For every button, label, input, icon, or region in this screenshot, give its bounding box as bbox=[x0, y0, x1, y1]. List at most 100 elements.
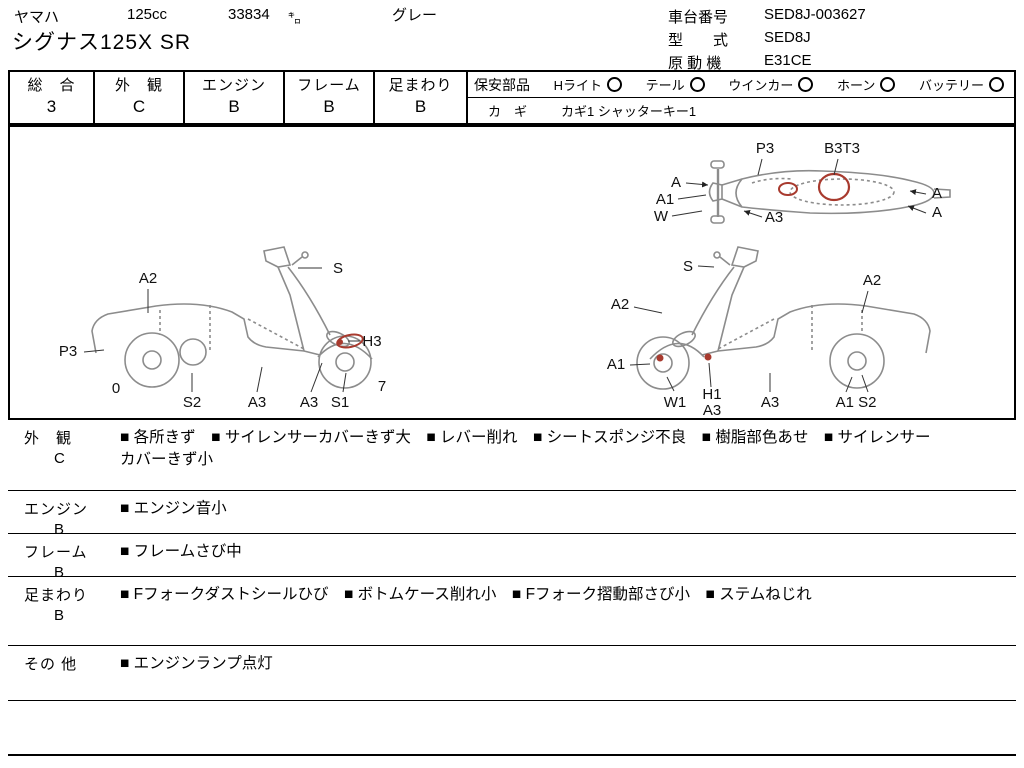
note-label: エンジン bbox=[24, 501, 89, 518]
diagram-label-a3: A3 bbox=[765, 209, 783, 226]
grade-cell-exterior: 外 観 C bbox=[95, 72, 185, 123]
right-leader-lines bbox=[629, 265, 869, 393]
note-row-other: その 他 ■ エンジンランプ点灯 bbox=[8, 645, 1016, 700]
diagram-label-a1s2: A1 S2 bbox=[836, 394, 877, 411]
bottom-rule bbox=[8, 754, 1016, 756]
top-leader-lines bbox=[671, 158, 927, 218]
note-text: ■ フレームさび中 bbox=[120, 543, 242, 560]
grade-label: エンジン bbox=[201, 77, 266, 94]
note-row-undercarriage: 足まわり B ■ Fフォークダストシールひび ■ ボトムケース削れ小 ■ Fフォ… bbox=[8, 576, 1016, 645]
safety-item-name: Hライト bbox=[553, 78, 603, 93]
grade-value: B bbox=[414, 97, 427, 116]
safety-item-battery: バッテリー bbox=[919, 75, 1004, 94]
note-label-block: エンジン B bbox=[8, 498, 120, 538]
diagram-label-a3: A3 bbox=[703, 402, 721, 418]
chassis-value: SED8J-003627 bbox=[764, 6, 866, 23]
grade-value: 3 bbox=[46, 97, 57, 116]
diagram-label-a2: A2 bbox=[863, 272, 881, 289]
note-grade: B bbox=[54, 607, 66, 624]
grade-value: B bbox=[323, 97, 335, 116]
safety-parts-label: 保安部品 bbox=[474, 76, 530, 93]
note-grade bbox=[24, 674, 120, 676]
engine-value: E31CE bbox=[764, 52, 812, 69]
diagram-label-w1: W1 bbox=[664, 394, 687, 411]
safety-item-tail: テール bbox=[646, 75, 705, 94]
diagram-label-a1: A1 bbox=[656, 191, 674, 208]
damage-marks-right bbox=[656, 353, 712, 362]
status-circle-ok-icon bbox=[607, 77, 623, 92]
diagram-label-b3t3: B3T3 bbox=[824, 140, 860, 157]
status-circle-ok-icon bbox=[689, 77, 705, 92]
diagram-label-a3: A3 bbox=[761, 394, 779, 411]
diagram-label-7: 7 bbox=[378, 378, 386, 395]
grade-value: B bbox=[228, 97, 240, 116]
diagram-label-a: A bbox=[932, 185, 942, 202]
type-label: 型 式 bbox=[668, 32, 729, 49]
note-text: ■ 各所きず ■ サイレンサーカバーきず大 ■ レバー削れ ■ シートスポンジ不… bbox=[120, 429, 931, 469]
safety-item-horn: ホーン bbox=[836, 75, 896, 94]
note-grade: B bbox=[54, 564, 66, 581]
status-circle-ok-icon bbox=[880, 77, 896, 92]
note-label: 足まわり bbox=[24, 587, 89, 604]
damage-diagram-box: A2 S P3 0 S2 A3 A3 S1 7 H3 bbox=[8, 125, 1016, 420]
safety-parts-row: 保安部品 Hライト テール ウインカー ホーン バ bbox=[468, 72, 1014, 98]
grade-label: 総 合 bbox=[27, 77, 76, 94]
note-text: ■ エンジン音小 bbox=[120, 500, 227, 517]
safety-item-name: ホーン bbox=[836, 78, 876, 93]
note-label-block: 外 観 C bbox=[8, 427, 120, 467]
note-label: その 他 bbox=[24, 656, 78, 673]
diagram-label-h3: H3 bbox=[362, 333, 381, 350]
note-label-block: フレーム B bbox=[8, 541, 120, 581]
grade-cell-frame: フレーム B bbox=[285, 72, 375, 123]
diagram-label-w: W bbox=[654, 208, 669, 225]
diagram-label-a2: A2 bbox=[139, 270, 157, 287]
diagram-label-s: S bbox=[333, 260, 343, 277]
displacement: 125cc bbox=[127, 6, 168, 23]
diagram-label-a2: A2 bbox=[611, 296, 629, 313]
diagram-label-h1: H1 bbox=[702, 386, 721, 403]
diagram-label-s: S bbox=[683, 258, 693, 275]
diagram-label-p3: P3 bbox=[59, 343, 77, 360]
grade-label: フレーム bbox=[297, 77, 361, 94]
grade-cell-overall: 総 合 3 bbox=[10, 72, 95, 123]
diagram-label-p3: P3 bbox=[756, 140, 774, 157]
mileage-value: 33834 bbox=[228, 6, 270, 23]
note-label: 外 観 bbox=[24, 430, 73, 447]
grade-cell-engine: エンジン B bbox=[185, 72, 285, 123]
condition-notes: 外 観 C ■ 各所きず ■ サイレンサーカバーきず大 ■ レバー削れ ■ シー… bbox=[8, 420, 1016, 701]
safety-item-name: テール bbox=[645, 78, 685, 93]
grade-label: 足まわり bbox=[388, 77, 453, 94]
safety-item-name: ウインカー bbox=[728, 78, 794, 93]
grade-label: 外 観 bbox=[114, 77, 163, 94]
safety-item-name: バッテリー bbox=[918, 78, 984, 93]
note-label-block: 足まわり B bbox=[8, 584, 120, 624]
safety-parts-section: 保安部品 Hライト テール ウインカー ホーン バ bbox=[468, 72, 1014, 123]
diagram-label-a: A bbox=[671, 174, 681, 191]
note-text: ■ Fフォークダストシールひび ■ ボトムケース削れ小 ■ Fフォーク摺動部さび… bbox=[120, 586, 812, 603]
safety-item-headlight: Hライト bbox=[553, 75, 623, 94]
diagram-label-a: A bbox=[932, 204, 942, 221]
grade-table: 総 合 3 外 観 C エンジン B フレーム B 足まわり B 保安部品 Hラ… bbox=[8, 70, 1016, 125]
left-leader-lines bbox=[83, 267, 360, 393]
safety-item-winker: ウインカー bbox=[728, 75, 814, 94]
key-row: カ ギ カギ1 シャッターキー1 bbox=[468, 98, 1014, 123]
diagram-label-a3: A3 bbox=[300, 394, 318, 411]
note-text: ■ エンジンランプ点灯 bbox=[120, 655, 273, 672]
status-circle-ok-icon bbox=[798, 77, 814, 92]
engine-label: 原 動 機 bbox=[668, 55, 722, 72]
maker-name: ヤマハ bbox=[14, 9, 60, 26]
mileage-unit: ㌔ bbox=[288, 11, 302, 26]
color-name: グレー bbox=[392, 7, 438, 24]
damage-mark-h3 bbox=[336, 333, 364, 349]
key-label: カ ギ bbox=[488, 104, 528, 119]
scooter-right-side-view bbox=[636, 246, 931, 390]
damage-diagram: A2 S P3 0 S2 A3 A3 S1 7 H3 bbox=[59, 140, 951, 419]
note-grade: C bbox=[54, 450, 66, 467]
status-circle-ok-icon bbox=[989, 77, 1004, 92]
key-value: カギ1 シャッターキー1 bbox=[561, 104, 697, 119]
grade-cell-undercarriage: 足まわり B bbox=[375, 72, 468, 123]
diagram-label-a1: A1 bbox=[607, 356, 625, 373]
diagram-label-s1: S1 bbox=[331, 394, 349, 411]
note-row-frame: フレーム B ■ フレームさび中 bbox=[8, 533, 1016, 581]
